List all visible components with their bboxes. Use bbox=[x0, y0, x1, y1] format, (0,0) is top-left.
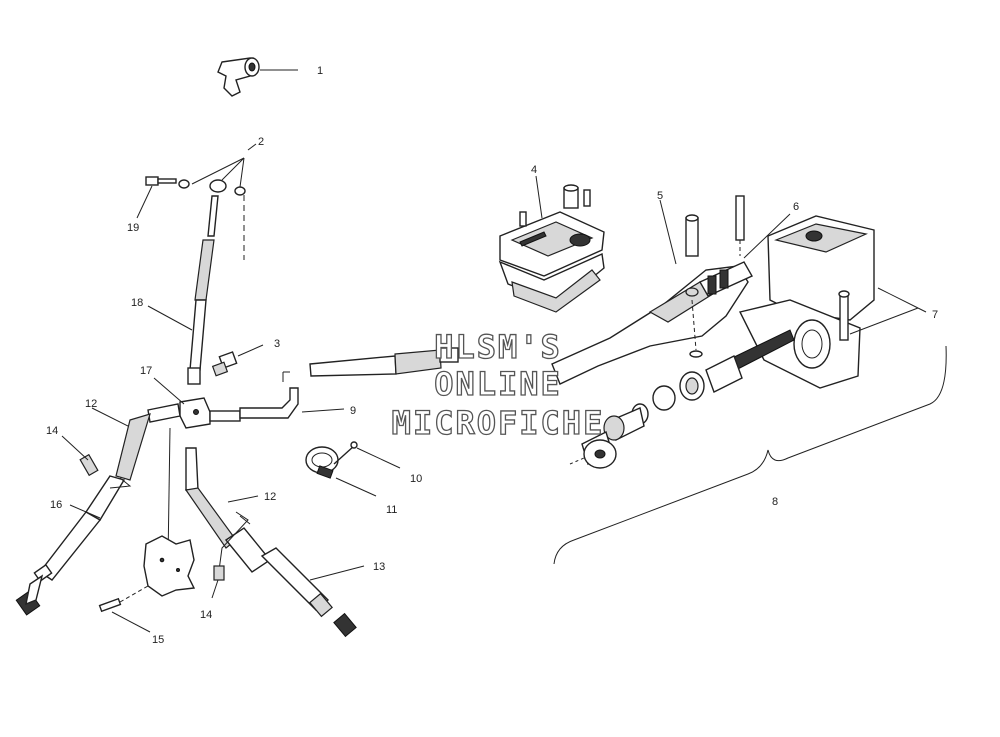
watermark: HLSM'S ONLINE MICROFICHE bbox=[391, 327, 605, 442]
piston-assembly bbox=[569, 329, 795, 469]
banjo-bolt-group bbox=[136, 143, 257, 260]
watermark-line-1: HLSM'S bbox=[434, 328, 562, 366]
hose-clamp-group bbox=[305, 441, 401, 497]
callout-16: 16 bbox=[50, 499, 62, 511]
callout-13: 13 bbox=[373, 561, 385, 573]
callout-15: 15 bbox=[152, 634, 164, 646]
front-right-brake-hose bbox=[184, 447, 365, 638]
reservoir-cap-part bbox=[498, 175, 605, 313]
callout-10: 10 bbox=[410, 473, 422, 485]
brake-switch-part bbox=[211, 344, 264, 377]
callout-18: 18 bbox=[131, 297, 143, 309]
assembly-bracket-8 bbox=[553, 345, 947, 565]
callout-6: 6 bbox=[793, 201, 799, 213]
watermark-line-3: MICROFICHE bbox=[392, 404, 605, 442]
callout-12-left: 12 bbox=[85, 398, 97, 410]
brake-junction-block bbox=[153, 377, 211, 561]
callout-2: 2 bbox=[258, 136, 264, 148]
master-cylinder-body bbox=[735, 195, 927, 389]
callout-14-left: 14 bbox=[46, 425, 58, 437]
brake-line-9 bbox=[209, 371, 345, 422]
front-left-brake-hose bbox=[15, 403, 181, 616]
callout-3: 3 bbox=[274, 338, 280, 350]
callout-14-right: 14 bbox=[200, 609, 212, 621]
master-cylinder-hose bbox=[309, 347, 459, 377]
watermark-line-2: ONLINE bbox=[434, 365, 562, 403]
callout-8: 8 bbox=[772, 496, 778, 508]
brake-line-upper bbox=[147, 195, 219, 385]
tee-fitting-part bbox=[217, 57, 298, 97]
mounting-plate-part bbox=[98, 535, 196, 633]
callout-5: 5 bbox=[657, 190, 663, 202]
brake-lever-part bbox=[551, 199, 753, 385]
callout-12-right: 12 bbox=[264, 491, 276, 503]
callout-19: 19 bbox=[127, 222, 139, 234]
callout-9: 9 bbox=[350, 405, 356, 417]
callout-17: 17 bbox=[140, 365, 152, 377]
callout-1: 1 bbox=[317, 65, 323, 77]
callout-4: 4 bbox=[531, 164, 537, 176]
callout-7: 7 bbox=[932, 309, 938, 321]
callout-11: 11 bbox=[386, 504, 397, 516]
callout-labels: 1 2 3 4 5 6 7 8 9 10 11 12 12 13 14 14 1… bbox=[46, 65, 938, 646]
